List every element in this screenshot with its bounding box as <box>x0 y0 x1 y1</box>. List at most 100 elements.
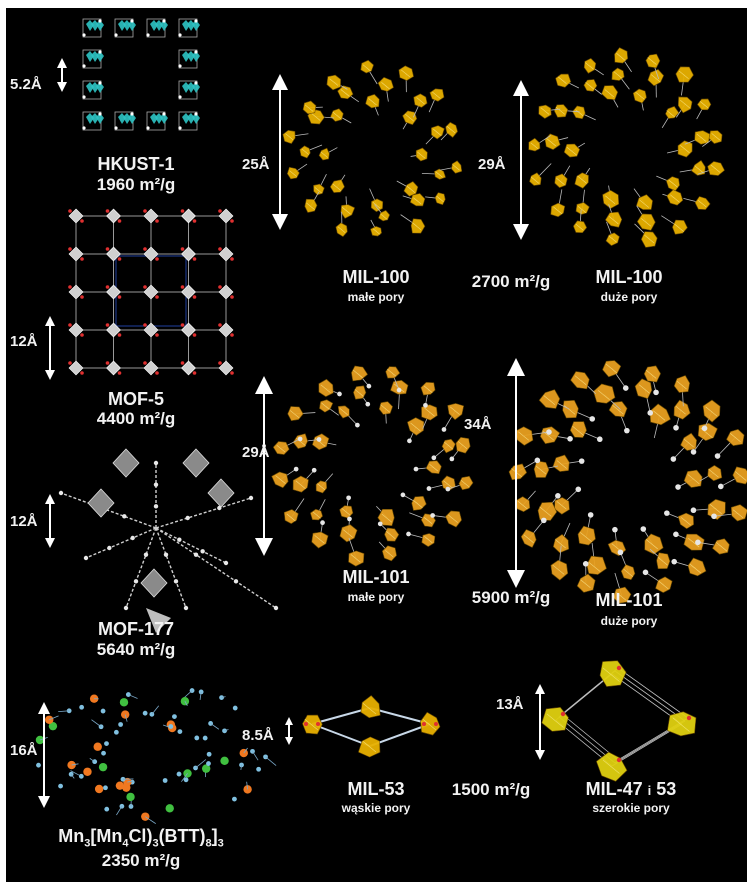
linker-bond <box>240 764 242 771</box>
framework-atom <box>103 785 108 791</box>
carbon-atom <box>83 555 89 561</box>
oxygen-atom <box>192 371 197 375</box>
facet-edge <box>623 568 634 577</box>
facet-edge <box>715 541 728 552</box>
linker-bond <box>246 781 249 790</box>
arrow-head-down <box>507 570 525 588</box>
oxygen-atom <box>560 711 566 717</box>
mil53-name: MIL-53 <box>347 779 405 799</box>
octahedron <box>647 69 665 87</box>
mil100-large-name: MIL-100 <box>595 267 663 287</box>
mil100-small-pore-size: 25Å <box>242 156 270 173</box>
linker-bond <box>311 707 371 725</box>
linker-bond <box>184 701 188 707</box>
octahedron <box>649 403 671 426</box>
carbon-atom <box>185 515 190 521</box>
structure-drawings <box>35 18 747 824</box>
cu-paddlewheel <box>187 113 195 124</box>
facet-edge <box>312 511 321 519</box>
btb-linker <box>155 527 227 564</box>
facet-edge <box>446 125 456 134</box>
octahedron <box>378 401 393 415</box>
carbon-atom <box>153 504 159 509</box>
carbon-atom <box>98 81 102 85</box>
octahedron <box>644 533 664 555</box>
oxygen-atom <box>68 361 72 365</box>
facet-edge <box>341 206 351 215</box>
facet-edge <box>680 517 691 526</box>
zn4o-cluster <box>182 448 210 478</box>
cu-paddlewheel <box>187 20 195 31</box>
facet-edge <box>680 145 690 154</box>
metal-chain <box>360 695 381 719</box>
carbon-atom <box>200 549 205 554</box>
facet-edge <box>372 202 381 209</box>
octahedron <box>365 94 380 109</box>
facet-edge <box>340 89 350 97</box>
mil100-large-pore-size: 29Å <box>478 156 506 173</box>
octahedron <box>614 47 629 64</box>
facet-edge <box>304 104 314 112</box>
facet-edge <box>555 539 566 549</box>
facet-edge <box>435 171 443 178</box>
octahedron <box>672 219 688 235</box>
facet-edge <box>558 76 567 84</box>
zn4o-cluster <box>181 322 196 338</box>
btb-linker <box>125 527 157 609</box>
cu-paddlewheel <box>128 113 136 124</box>
linker-bond <box>265 756 277 766</box>
facet-edge <box>314 535 325 544</box>
mil101-large-name: MIL-101 <box>595 590 663 610</box>
linker-atom <box>346 495 351 501</box>
framework-atom <box>79 704 85 710</box>
carbon-atom <box>223 560 229 566</box>
oxygen-atom <box>80 295 84 299</box>
mil101-large-pore-type: duże pory <box>600 614 658 628</box>
facet-edge <box>362 740 377 753</box>
mof5-dimension-arrow <box>45 316 55 380</box>
facet-edge <box>329 78 339 86</box>
carbon-atom <box>233 579 239 584</box>
cu-paddlewheel <box>128 20 136 31</box>
mof5-name: MOF-5 <box>108 389 164 409</box>
linker-atom <box>671 558 677 565</box>
octahedron <box>539 426 561 445</box>
linker-bond <box>145 816 156 824</box>
cu-paddlewheel <box>155 20 163 31</box>
arrow-head-down <box>45 538 55 548</box>
linker-bond <box>116 806 123 816</box>
cu-paddlewheel <box>86 20 94 31</box>
oxygen-atom <box>105 285 110 289</box>
facet-edge <box>424 407 435 417</box>
facet-edge <box>676 380 687 390</box>
btb-linker <box>155 527 277 609</box>
octahedron <box>390 379 409 395</box>
zn4o-cluster <box>68 322 84 338</box>
cu-paddlewheel <box>91 82 99 93</box>
facet-edge <box>530 176 540 184</box>
linker-atom <box>406 531 411 537</box>
framework-atom <box>168 724 174 729</box>
framework-atom <box>232 705 238 711</box>
facet-edge <box>732 509 744 519</box>
cu-paddlewheel <box>160 20 168 31</box>
cu-paddlewheel <box>123 20 131 31</box>
framework-atom <box>122 783 131 792</box>
facet-edge <box>647 57 657 65</box>
facet-edge <box>443 480 453 489</box>
linker-atom <box>445 486 451 492</box>
octahedron <box>691 159 706 176</box>
octahedron <box>283 509 299 525</box>
facet-edge <box>597 390 610 401</box>
octahedron <box>434 168 446 180</box>
carbon-atom <box>153 482 159 487</box>
mil53-area: 1500 m²/g <box>451 780 531 799</box>
linker-bond <box>58 710 70 713</box>
carbon-atom <box>178 64 182 68</box>
linker-atom <box>612 526 618 533</box>
facet-edge <box>605 195 616 205</box>
linker-atom <box>690 507 697 514</box>
oxygen-atom <box>218 361 222 365</box>
oxygen-atom <box>192 219 197 223</box>
facet-edge <box>339 408 348 416</box>
